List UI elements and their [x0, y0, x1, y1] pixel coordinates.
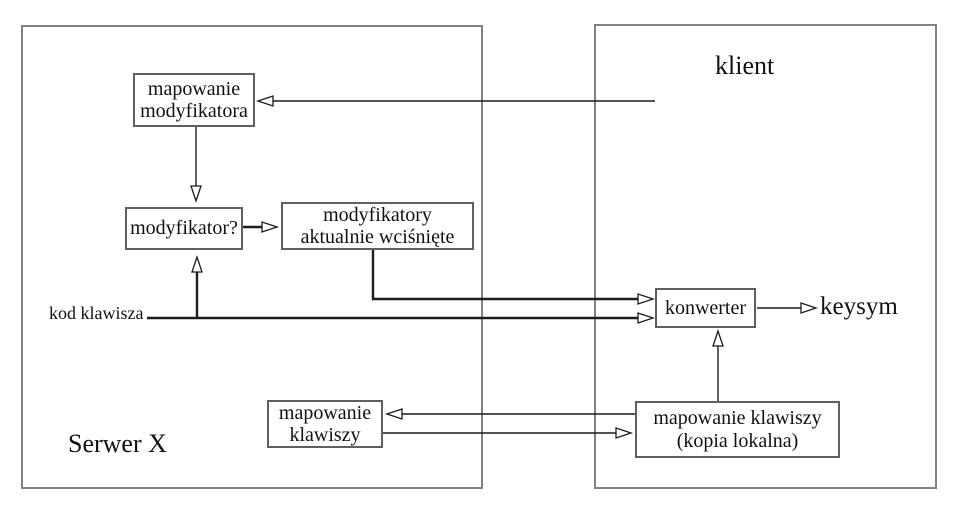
- arrowhead-right-konwerter-top: [637, 293, 656, 305]
- node-label: mapowanie klawiszy: [653, 407, 822, 430]
- arrowhead-down-modyfikator: [190, 185, 202, 204]
- node-mapowanie-klawiszy: mapowanie klawiszy: [267, 400, 383, 448]
- arrowhead-right-modyfikatory: [261, 221, 280, 233]
- node-konwerter: konwerter: [655, 288, 756, 328]
- node-modyfikatory-aktualnie-wcisniete: modyfikatory aktualnie wciśnięte: [281, 202, 474, 250]
- arrow-modyfikatory-to-konwerter: [371, 249, 639, 301]
- arrowhead-right-konwerter-bottom: [637, 312, 656, 324]
- container-label-klient: klient: [715, 51, 775, 80]
- container-label-serwer-x: Serwer X: [68, 429, 167, 458]
- node-label: (kopia lokalna): [676, 429, 799, 452]
- node-label: mapowanie: [147, 77, 241, 100]
- node-mapowanie-klawiszy-kopia-lokalna: mapowanie klawiszy (kopia lokalna): [635, 401, 840, 458]
- arrowhead-right-keysym: [800, 302, 819, 314]
- node-label: klawiszy: [289, 424, 361, 446]
- node-mapowanie-modyfikatora: mapowanie modyfikatora: [133, 73, 255, 127]
- node-label: mapowanie: [278, 401, 372, 424]
- node-label: modyfikatory: [323, 203, 432, 226]
- arrowhead-right-kopia: [615, 427, 634, 439]
- arrowhead-up-konwerter: [712, 328, 724, 347]
- node-label: modyfikatora: [140, 100, 248, 122]
- node-label: aktualnie wciśnięte: [300, 226, 455, 248]
- node-modyfikator: modyfikator?: [125, 207, 243, 250]
- arrowhead-left-mapmod: [255, 95, 274, 107]
- container-serwer-x: [21, 25, 483, 489]
- arrowhead-left-mapowanie-klawiszy: [384, 408, 403, 420]
- node-label: modyfikator?: [130, 217, 238, 240]
- arrowhead-up-modyfikator: [191, 254, 203, 273]
- label-kod-klawisza: kod klawisza: [49, 303, 144, 323]
- label-keysym: keysym: [820, 293, 898, 320]
- node-label: konwerter: [664, 296, 747, 319]
- container-klient: [594, 24, 937, 489]
